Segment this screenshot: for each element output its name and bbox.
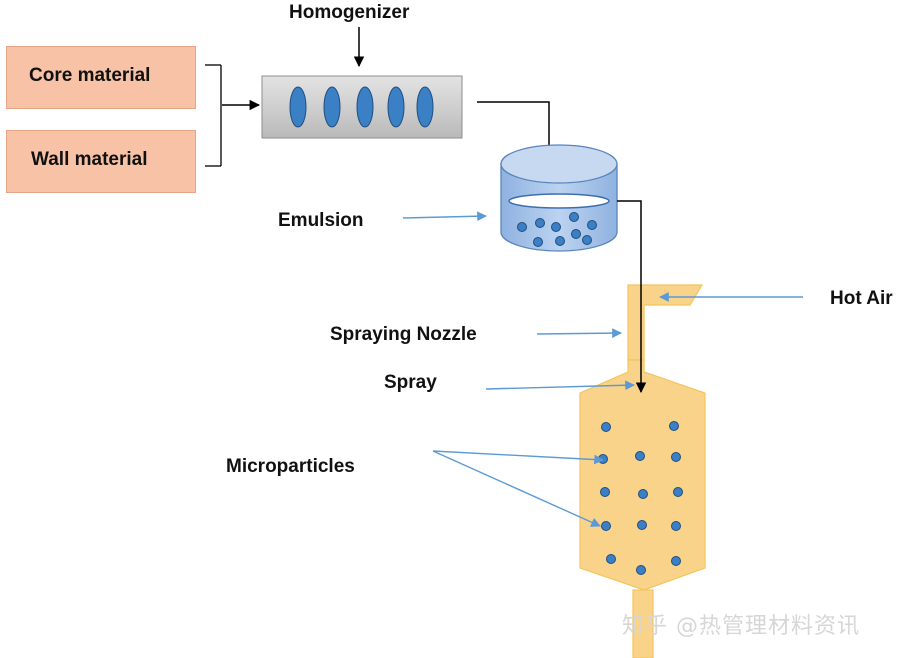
hot-air-label: Hot Air xyxy=(830,288,893,309)
emulsion-droplet xyxy=(535,218,545,228)
homogenizer-blade xyxy=(416,86,434,128)
emulsion-droplet xyxy=(587,220,597,230)
microparticle xyxy=(637,520,647,530)
hot-air-inlet xyxy=(627,284,704,361)
microparticle xyxy=(638,489,648,499)
pointer-microparticle-a xyxy=(432,450,604,465)
microparticle xyxy=(671,556,681,566)
drying-chamber xyxy=(579,359,706,591)
microparticle xyxy=(671,521,681,531)
microparticle xyxy=(606,554,616,564)
spraying-nozzle-label: Spraying Nozzle xyxy=(330,324,477,345)
pointer-spraying-nozzle xyxy=(536,328,622,339)
microparticle xyxy=(635,451,645,461)
spray-dryer xyxy=(579,284,706,658)
homogenizer-blade xyxy=(356,86,374,128)
wall-material-label: Wall material xyxy=(31,149,148,170)
material-bracket xyxy=(205,64,222,167)
emulsion-droplet xyxy=(533,237,543,247)
arrow-emulsion-to-nozzle xyxy=(617,200,647,394)
spray-label: Spray xyxy=(384,372,437,393)
emulsion-beaker xyxy=(500,144,618,252)
microparticle xyxy=(673,487,683,497)
pointer-spray xyxy=(485,380,635,391)
emulsion-droplet xyxy=(551,222,561,232)
microparticle xyxy=(601,422,611,432)
microparticle xyxy=(671,452,681,462)
microparticles-label: Microparticles xyxy=(226,456,355,477)
emulsion-droplet xyxy=(582,235,592,245)
homogenizer-blade xyxy=(289,86,307,128)
emulsion-surface xyxy=(508,193,610,209)
emulsion-droplets xyxy=(517,212,597,247)
outlet-pipe xyxy=(632,589,654,658)
emulsion-droplet xyxy=(569,212,579,222)
microparticle xyxy=(636,565,646,575)
core-material-label: Core material xyxy=(29,65,151,86)
arrow-homogenizer-to-emulsion xyxy=(477,101,555,165)
emulsion-droplet xyxy=(555,236,565,246)
homogenizer-label: Homogenizer xyxy=(289,2,410,23)
emulsion-droplet xyxy=(517,222,527,232)
pointer-emulsion xyxy=(402,211,487,222)
homogenizer-blade xyxy=(387,86,405,128)
microparticle xyxy=(601,521,611,531)
pointer-microparticle-b xyxy=(432,450,601,527)
pointer-arrows xyxy=(402,211,803,527)
watermark: 知乎 @热管理材料资讯 xyxy=(622,614,860,639)
emulsion-label: Emulsion xyxy=(278,210,364,231)
microparticle xyxy=(600,487,610,497)
emulsion-droplet xyxy=(571,229,581,239)
microparticles xyxy=(598,421,683,575)
microparticle xyxy=(598,454,608,464)
homogenizer-blades xyxy=(289,86,434,128)
core-material-box: Core material xyxy=(6,46,196,109)
wall-material-box: Wall material xyxy=(6,130,196,193)
microparticle xyxy=(669,421,679,431)
homogenizer-blade xyxy=(323,86,341,128)
